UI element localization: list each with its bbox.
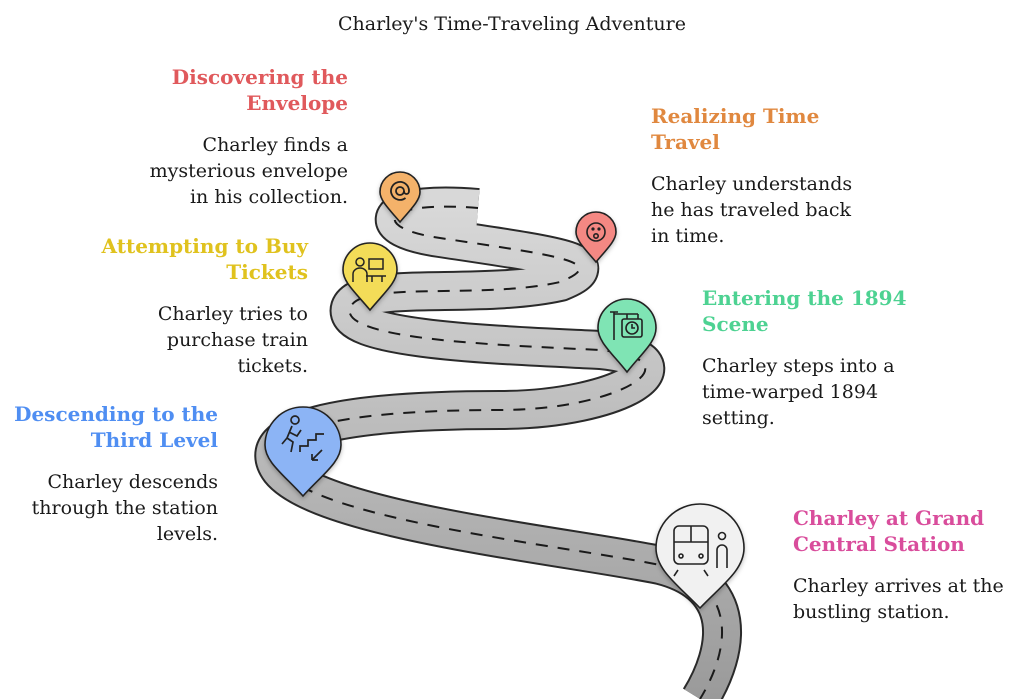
ticket-counter-icon xyxy=(352,257,386,282)
step-heading-line1: Charley at Grand xyxy=(793,506,985,530)
step-descending-third-level: Descending to the Third Level Charley de… xyxy=(10,401,218,547)
desc-line: in his collection. xyxy=(189,186,348,208)
step-heading-line2: Travel xyxy=(651,130,720,154)
desc-line: tickets. xyxy=(237,355,308,377)
step-heading: Attempting to Buy Tickets xyxy=(40,233,308,285)
pin-discovering-envelope xyxy=(379,171,421,224)
desc-line: Charley steps into a xyxy=(702,355,895,377)
step-discovering-envelope: Discovering the Envelope Charley finds a… xyxy=(90,64,348,210)
step-description: Charley steps into a time-warped 1894 se… xyxy=(702,353,942,431)
desc-line: mysterious envelope xyxy=(149,160,348,182)
step-heading-line2: Tickets xyxy=(226,260,308,284)
train-person-icon xyxy=(673,525,728,577)
desc-line: Charley understands xyxy=(651,173,853,195)
step-description: Charley descends through the station lev… xyxy=(10,469,218,547)
pin-descending-third-level xyxy=(264,406,342,498)
pin-realizing-time-travel xyxy=(575,211,617,264)
step-heading-line1: Realizing Time xyxy=(651,104,820,128)
step-heading: Charley at Grand Central Station xyxy=(793,505,1021,557)
pin-buy-tickets xyxy=(342,242,398,312)
desc-line: setting. xyxy=(702,407,775,429)
desc-line: time-warped 1894 xyxy=(702,381,879,403)
stairs-down-icon xyxy=(281,415,324,461)
desc-line: Charley tries to xyxy=(157,303,308,325)
desc-line: Charley arrives at the xyxy=(793,575,1004,597)
step-description: Charley arrives at the bustling station. xyxy=(793,573,1021,625)
desc-line: Charley finds a xyxy=(202,134,348,156)
at-sign-icon xyxy=(390,180,410,201)
step-description: Charley understands he has traveled back… xyxy=(651,171,891,249)
step-heading: Descending to the Third Level xyxy=(10,401,218,453)
step-heading-line2: Envelope xyxy=(246,91,348,115)
step-buy-tickets: Attempting to Buy Tickets Charley tries … xyxy=(40,233,308,379)
desc-line: through the station xyxy=(31,497,218,519)
step-heading-line1: Attempting to Buy xyxy=(101,234,308,258)
desc-line: in time. xyxy=(651,225,725,247)
step-realizing-time-travel: Realizing Time Travel Charley understand… xyxy=(651,103,891,249)
step-heading-line2: Scene xyxy=(702,312,769,336)
step-description: Charley finds a mysterious envelope in h… xyxy=(90,132,348,210)
pin-grand-central xyxy=(655,503,745,610)
step-entering-1894: Entering the 1894 Scene Charley steps in… xyxy=(702,285,942,431)
step-heading: Discovering the Envelope xyxy=(90,64,348,116)
step-grand-central: Charley at Grand Central Station Charley… xyxy=(793,505,1021,625)
step-heading-line1: Descending to the xyxy=(14,402,218,426)
step-heading: Realizing Time Travel xyxy=(651,103,891,155)
step-heading-line1: Discovering the xyxy=(171,65,348,89)
desc-line: he has traveled back xyxy=(651,199,852,221)
diagram-title: Charley's Time-Traveling Adventure xyxy=(338,13,686,35)
desc-line: bustling station. xyxy=(793,601,950,623)
desc-line: Charley descends xyxy=(47,471,218,493)
surprised-face-icon xyxy=(586,222,606,242)
road-surface xyxy=(256,188,740,699)
step-description: Charley tries to purchase train tickets. xyxy=(40,301,308,379)
hanging-clock-icon xyxy=(610,311,643,340)
step-heading: Entering the 1894 Scene xyxy=(702,285,942,337)
step-heading-line2: Central Station xyxy=(793,532,965,556)
step-heading-line1: Entering the 1894 xyxy=(702,286,907,310)
pin-entering-1894 xyxy=(597,298,657,374)
desc-line: purchase train xyxy=(166,329,308,351)
desc-line: levels. xyxy=(156,523,218,545)
step-heading-line2: Third Level xyxy=(90,428,218,452)
